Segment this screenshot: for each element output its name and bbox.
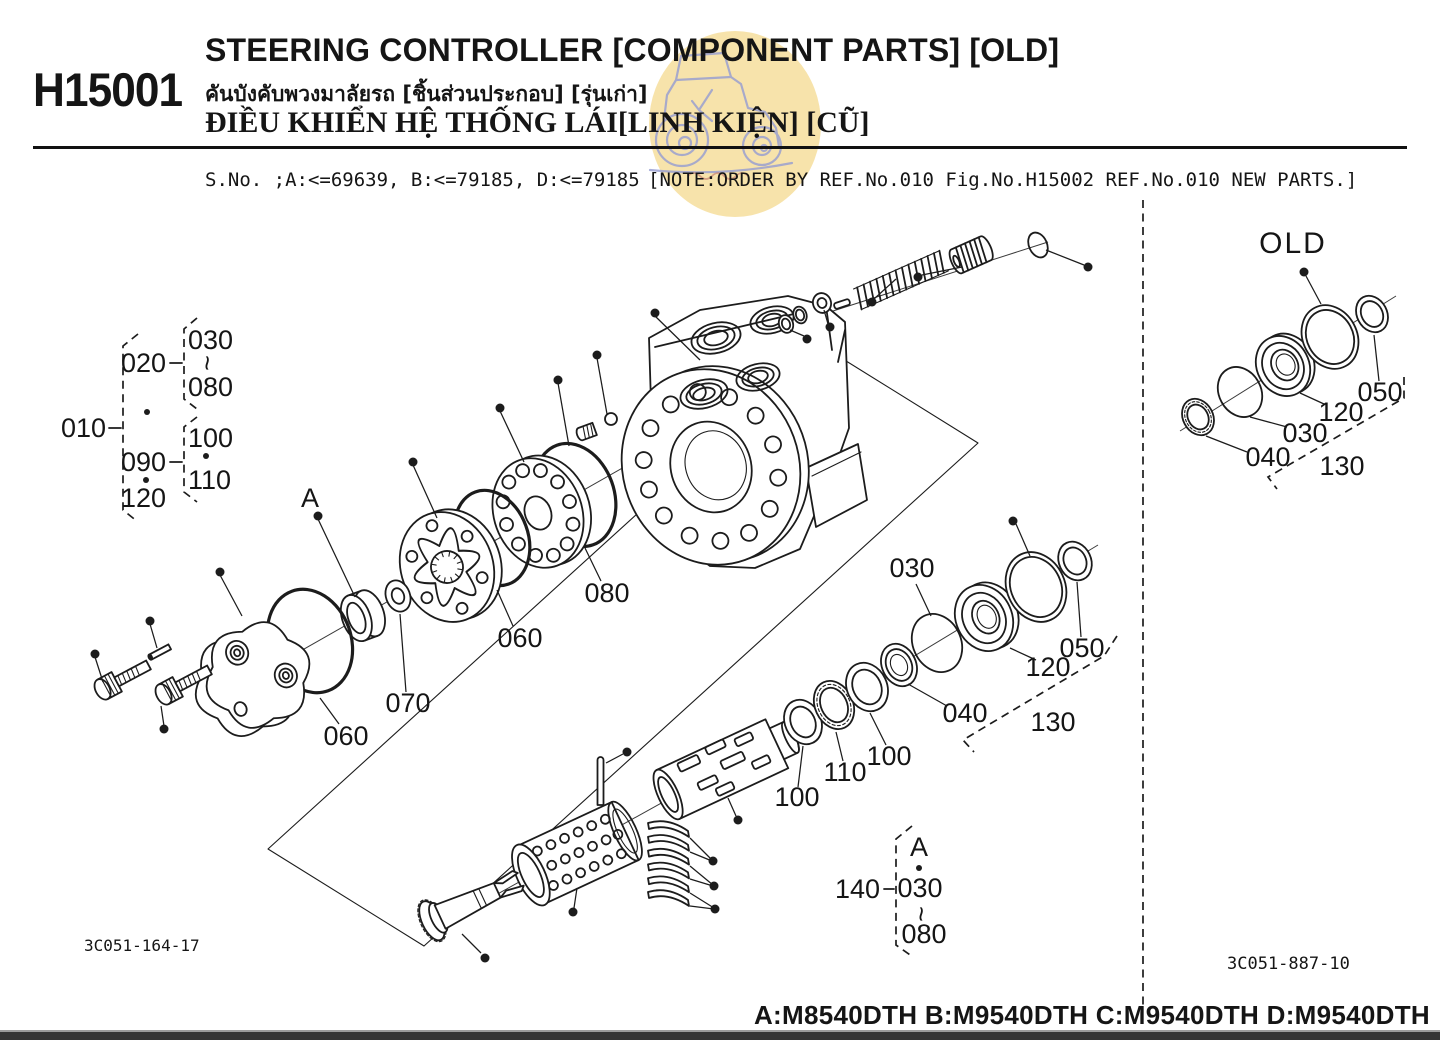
housing-front-flange bbox=[620, 365, 810, 566]
section-plane-outline bbox=[267, 345, 979, 947]
ref-060-inner: 060 bbox=[497, 623, 542, 653]
centering-leaf-springs bbox=[647, 820, 690, 907]
ref-brackets bbox=[108, 317, 1405, 958]
ref-050: 050 bbox=[1059, 633, 1104, 663]
drive-sleeve bbox=[511, 800, 643, 907]
range-tilde: ~ bbox=[192, 355, 222, 371]
serial-number-line: S.No. ;A:<=69639, B:<=79185, D:<=79185 bbox=[205, 169, 640, 191]
ref-140-tilde: ~ bbox=[906, 906, 936, 922]
ref-060-outer: 060 bbox=[323, 721, 368, 751]
ref-070: 070 bbox=[385, 688, 430, 718]
ref-140-030: 030 bbox=[897, 873, 942, 903]
old-ref-050: 050 bbox=[1357, 377, 1402, 407]
seal-040 bbox=[880, 642, 918, 688]
ref-080-range-end: 080 bbox=[188, 372, 233, 402]
ref-100-a: 100 bbox=[774, 782, 819, 812]
drawing-number-right: 3C051-887-10 bbox=[1227, 954, 1350, 974]
ref-010: 010 bbox=[61, 413, 106, 443]
bushing-a bbox=[339, 589, 386, 643]
figure-code: H15001 bbox=[33, 63, 183, 116]
ref-040: 040 bbox=[942, 698, 987, 728]
distributor-plate bbox=[491, 454, 592, 569]
watermark-script bbox=[687, 172, 749, 180]
ref-030-range-start: 030 bbox=[188, 325, 233, 355]
cap-bolts bbox=[93, 643, 213, 706]
seal-ring-chain bbox=[783, 540, 1093, 746]
ref-120-group: 120 bbox=[121, 483, 166, 513]
old-view-title: OLD bbox=[1259, 227, 1327, 260]
ref-120: 120 bbox=[1025, 652, 1070, 682]
drawing-number-left: 3C051-164-17 bbox=[84, 936, 200, 955]
old-parts-view bbox=[1181, 294, 1389, 437]
title-english: STEERING CONTROLLER [COMPONENT PARTS] [O… bbox=[205, 32, 1060, 68]
valve-plug bbox=[948, 235, 994, 275]
ref-100-b: 100 bbox=[866, 741, 911, 771]
model-legend: A:M8540DTH B:M9540DTH C:M9540DTH D:M9540… bbox=[753, 1000, 1430, 1030]
ref-090: 090 bbox=[121, 447, 166, 477]
ref-140-080: 080 bbox=[901, 919, 946, 949]
callout-a: A bbox=[301, 483, 319, 513]
steering-shaft bbox=[417, 870, 525, 943]
old-ref-120: 120 bbox=[1318, 397, 1363, 427]
old-ref-030: 030 bbox=[1282, 418, 1327, 448]
ref-140: 140 bbox=[835, 874, 880, 904]
ref-140-a: A bbox=[910, 832, 928, 862]
relief-valve-parts bbox=[777, 231, 1049, 334]
ref-110: 110 bbox=[823, 757, 866, 787]
set-screw-and-ball bbox=[575, 412, 618, 442]
order-note: [NOTE:ORDER BY REF.No.010 Fig.No.H15002 … bbox=[648, 169, 1358, 191]
bearing-120 bbox=[953, 581, 1020, 652]
drive-pin bbox=[596, 756, 605, 806]
title-vietnamese: ĐIỀU KHIỂN HỆ THỐNG LÁI[LINH KIỆN] [CŨ] bbox=[205, 106, 870, 139]
old-ref-130: 130 bbox=[1319, 451, 1364, 481]
page-edge-bar bbox=[0, 1030, 1440, 1040]
tractor-watermark bbox=[648, 31, 821, 217]
ref-020: 020 bbox=[121, 348, 166, 378]
relief-spring bbox=[852, 249, 949, 311]
ref-080: 080 bbox=[584, 578, 629, 608]
ref-number-labels: 010 020 030 ~ 080 090 100 110 120 A 070 … bbox=[61, 227, 1403, 949]
ref-100-group: 100 bbox=[188, 423, 233, 453]
washer-070 bbox=[384, 579, 412, 613]
ref-130: 130 bbox=[1030, 707, 1075, 737]
header-rule bbox=[33, 146, 1407, 149]
steering-controller-housing bbox=[620, 295, 868, 569]
end-cap bbox=[194, 621, 311, 737]
ref-110-group: 110 bbox=[188, 465, 231, 495]
old-ref-040: 040 bbox=[1245, 442, 1290, 472]
control-spool bbox=[652, 718, 800, 821]
leader-lines bbox=[90, 249, 1380, 963]
leader-dots bbox=[90, 262, 1309, 963]
o-ring-030 bbox=[910, 613, 964, 673]
title-thai: คันบังคับพวงมาลัยรถ [ชิ้นส่วนประกอบ] [รุ… bbox=[205, 82, 648, 106]
ref-030: 030 bbox=[889, 553, 934, 583]
